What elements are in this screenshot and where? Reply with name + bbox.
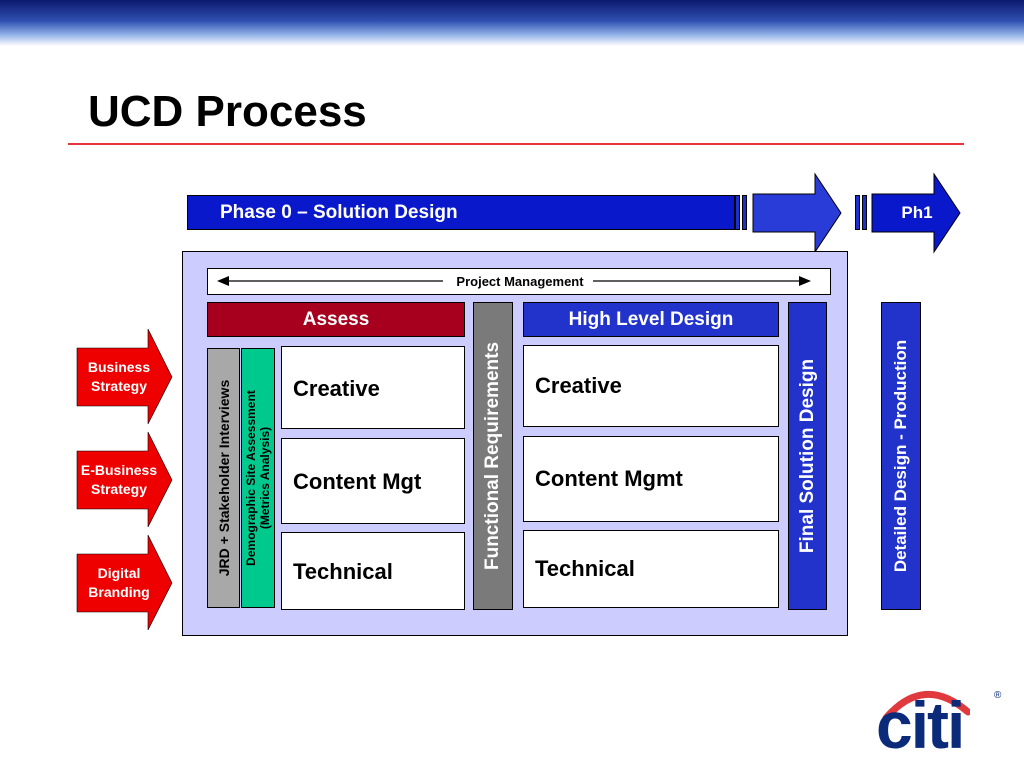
detailed-design-label: Detailed Design - Production: [891, 339, 910, 573]
title-underline: [68, 143, 964, 145]
final-solution-design-bar: Final Solution Design: [788, 302, 827, 610]
demographic-assessment-label: Demographic Site Assessment (Metrics Ana…: [244, 390, 272, 566]
ph1-stripe: [862, 195, 867, 230]
project-management-label: Project Management: [300, 268, 740, 295]
citi-trademark: ®: [994, 690, 1002, 701]
demographic-assessment-bar: Demographic Site Assessment (Metrics Ana…: [241, 348, 275, 608]
e-business-strategy-label: E-Business Strategy: [80, 462, 158, 497]
jrd-stakeholder-label: JRD + Stakeholder Interviews: [215, 379, 232, 577]
functional-requirements-bar: Functional Requirements: [473, 302, 513, 610]
detailed-design-bar: Detailed Design - Production: [881, 302, 921, 610]
functional-requirements-label: Functional Requirements: [482, 341, 503, 571]
final-solution-design-label: Final Solution Design: [796, 358, 818, 554]
assess-header: Assess: [207, 302, 465, 337]
business-strategy-label: Business Strategy: [87, 359, 151, 394]
project-management-double-arrow: [217, 276, 811, 286]
page-title: UCD Process: [88, 87, 367, 136]
demographic-line-1: Demographic Site Assessment: [244, 390, 258, 566]
ph1-stripe: [855, 195, 860, 230]
business-strategy-arrow: [76, 328, 173, 425]
hld-technical-cell: Technical: [523, 530, 779, 608]
hld-content-cell: Content Mgmt: [523, 436, 779, 522]
assess-technical-cell: Technical: [281, 532, 465, 610]
ph1-arrow: [871, 172, 961, 254]
ph1-label: Ph1: [901, 203, 933, 222]
citi-logo-text: citi: [876, 688, 965, 762]
assess-creative-cell: Creative: [281, 346, 465, 429]
high-level-design-header: High Level Design: [523, 302, 779, 337]
digital-branding-arrow: [76, 534, 173, 631]
hld-creative-cell: Creative: [523, 345, 779, 427]
phase-0-bar: Phase 0 – Solution Design: [187, 195, 735, 230]
demographic-line-2: (Metrics Analysis): [258, 426, 272, 530]
citi-logo-arc-icon: [882, 690, 970, 722]
phase-stripe: [742, 195, 747, 230]
e-business-strategy-arrow: [76, 431, 173, 528]
digital-branding-label: Digital Branding: [88, 565, 150, 600]
assess-content-cell: Content Mgt: [281, 438, 465, 524]
phase-0-label: Phase 0 – Solution Design: [220, 202, 458, 223]
jrd-stakeholder-bar: JRD + Stakeholder Interviews: [207, 348, 240, 608]
phase-stripe: [735, 195, 740, 230]
header-gradient-bar: [0, 0, 1024, 46]
phase-0-arrowhead: [752, 172, 842, 254]
